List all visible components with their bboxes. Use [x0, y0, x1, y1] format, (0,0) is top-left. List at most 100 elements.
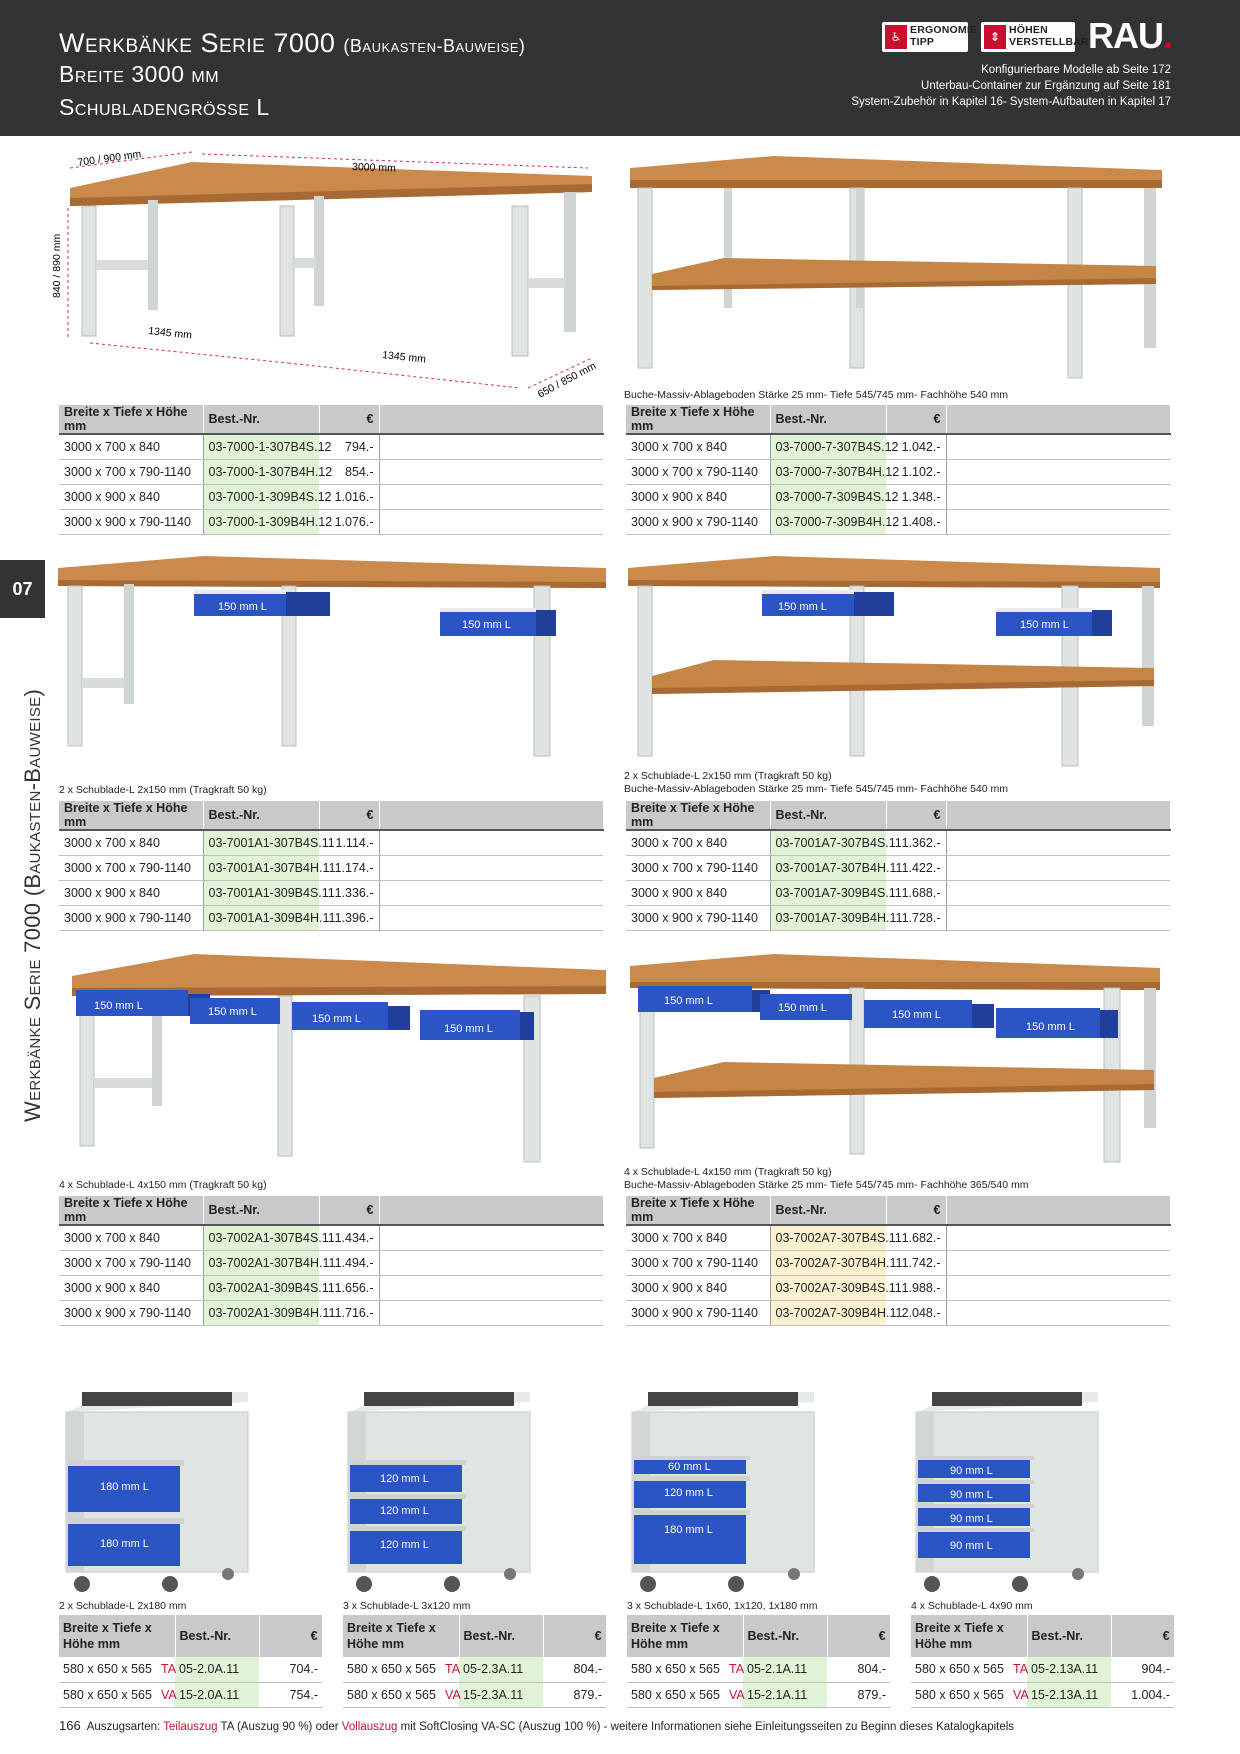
drawer-label: 90 mm L — [950, 1489, 993, 1501]
order-number-cell: 03-7002A7-307B4H.11 — [770, 1250, 902, 1276]
price-cell: 704.- — [259, 1657, 323, 1683]
price-cell: 1.688.- — [886, 880, 947, 906]
price-cell: 2.048.- — [886, 1300, 947, 1326]
price-cell: 794.- — [319, 433, 380, 460]
teilauszug-term: Teilauszug — [163, 1721, 218, 1733]
empty-cell — [379, 829, 603, 856]
drawer-label: 150 mm L — [1026, 1021, 1075, 1033]
price-cell: 1.716.- — [319, 1300, 380, 1326]
size-cell: 3000 x 700 x 790-1140 — [59, 855, 204, 881]
order-number-cell: 05-2.13A.11 — [1027, 1657, 1112, 1683]
hoehenverstellbar-badge: ⇕ HÖHEN VERSTELLBAR — [981, 22, 1089, 52]
price-cell: 1.362.- — [886, 829, 947, 856]
drawer-label: 150 mm L — [778, 1002, 827, 1014]
header-info: Konfigurierbare Modelle ab Seite 172 Unt… — [851, 64, 1171, 108]
drawer-label: 180 mm L — [100, 1481, 149, 1493]
col-empty-header — [946, 405, 1171, 434]
size-cell: 3000 x 700 x 840 — [59, 829, 204, 856]
price-cell: 1.174.- — [319, 855, 380, 881]
container-3-mixed-drawers-image: 60 mm L 120 mm L 180 mm L — [631, 1392, 815, 1592]
price-cell: 1.016.- — [319, 484, 380, 510]
drawer-front — [918, 1528, 1030, 1558]
drawer-label: 150 mm L — [208, 1006, 257, 1018]
container-4-drawers-image: 90 mm L 90 mm L 90 mm L 90 mm L — [915, 1392, 1099, 1592]
drawer-label: 90 mm L — [950, 1513, 993, 1525]
price-cell: 1.348.- — [886, 484, 947, 510]
drawer-label: 150 mm L — [1020, 619, 1069, 631]
order-number-cell: 03-7001A7-309B4H.11 — [770, 905, 902, 931]
dim-width-label: 3000 mm — [352, 161, 396, 175]
empty-cell — [379, 905, 603, 931]
drawer-front — [350, 1460, 462, 1492]
drawer-front — [762, 590, 854, 616]
empty-cell — [379, 880, 603, 906]
drawer-front — [634, 1476, 746, 1508]
drawer-label: 150 mm L — [778, 601, 827, 613]
extension-type-cell: VA — [441, 1682, 461, 1708]
extension-type-cell: TA — [157, 1657, 176, 1683]
size-cell: 3000 x 700 x 840 — [626, 1224, 771, 1251]
empty-cell — [946, 829, 1170, 856]
size-cell: 3000 x 900 x 790-1140 — [59, 1300, 204, 1326]
drawer-front — [190, 998, 280, 1024]
col-nr-header: Best.-Nr. — [743, 1615, 828, 1657]
col-size-header: Breite x Tiefe x Höhe mm — [59, 1196, 204, 1225]
order-number-cell: 03-7001A1-309B4H.11 — [203, 905, 335, 931]
bench-4-drawers-shelf-image: 150 mm L 150 mm L 150 mm L 150 mm L — [630, 954, 1160, 1163]
drawer-front — [194, 590, 286, 616]
drawer-front — [864, 1000, 972, 1028]
drawer-front — [638, 986, 752, 1012]
col-size-header: Breite x Tiefe x Höhe mm — [59, 1615, 176, 1657]
height-adjust-icon: ⇕ — [984, 25, 1006, 49]
drawer-label: 150 mm L — [218, 601, 267, 613]
page-title: Werkbänke Serie 7000 (Baukasten-Bauweise… — [59, 28, 526, 58]
size-cell: 3000 x 700 x 840 — [626, 829, 771, 856]
price-cell: 1.004.- — [1111, 1682, 1175, 1708]
size-cell: 3000 x 900 x 840 — [59, 1275, 204, 1301]
empty-cell — [946, 880, 1170, 906]
col-eur-header: € — [543, 1615, 607, 1657]
extension-type-cell: VA — [725, 1682, 745, 1708]
drawer-label: 120 mm L — [664, 1487, 713, 1499]
price-cell: 1.742.- — [886, 1250, 947, 1276]
col-nr-header: Best.-Nr. — [770, 801, 887, 830]
order-number-cell: 03-7002A7-309B4H.11 — [770, 1300, 902, 1326]
col-size-header: Breite x Tiefe x Höhe mm — [343, 1615, 460, 1657]
extension-type-cell: TA — [441, 1657, 460, 1683]
drawer-label: 150 mm L — [892, 1009, 941, 1021]
order-number-cell: 03-7001A1-309B4S.11 — [203, 880, 335, 906]
size-cell: 580 x 650 x 565 — [911, 1657, 1009, 1683]
order-number-cell: 03-7002A1-307B4S.11 — [203, 1224, 335, 1251]
price-cell: 1.728.- — [886, 905, 947, 931]
col-size-header: Breite x Tiefe x Höhe mm — [627, 1615, 744, 1657]
order-number-cell: 15-2.1A.11 — [743, 1682, 828, 1708]
price-cell: 1.114.- — [319, 829, 380, 856]
col-eur-header: € — [886, 1196, 947, 1225]
order-number-cell: 15-2.0A.11 — [175, 1682, 260, 1708]
drawer-label: 120 mm L — [380, 1473, 429, 1485]
order-number-cell: 05-2.3A.11 — [459, 1657, 544, 1683]
empty-cell — [379, 1224, 603, 1251]
